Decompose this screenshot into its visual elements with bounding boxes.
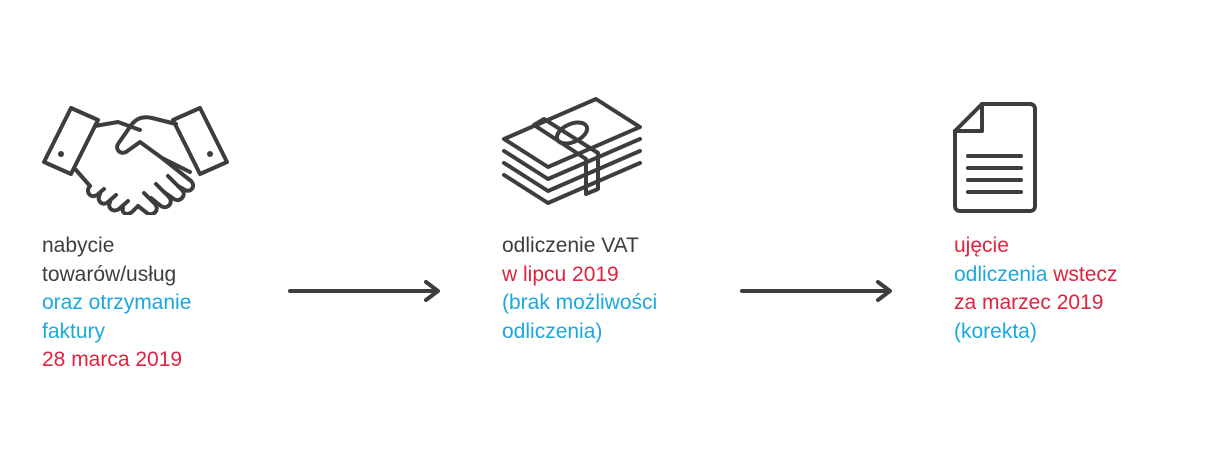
step-correction-line-4: (korekta) [954,319,1037,343]
arrow-right-icon [288,280,440,302]
step-deduction-line-1: odliczenie VAT [502,234,639,257]
step-purchase-line-1: nabycie [42,234,115,257]
handshake-icon [42,106,229,215]
step-deduction-line-3: (brak możliwości [502,291,658,314]
step-correction-label: ujęcie odliczenia wstecz za marzec 2019 … [954,232,1117,346]
step-purchase-line-2: towarów/usług [42,262,177,286]
step-correction-line-2a: odliczenia [954,262,1048,286]
step-correction-date: za marzec 2019 [954,291,1104,314]
step-purchase-date: 28 marca 2019 [42,348,183,371]
money-stack-icon [502,97,642,205]
step-deduction-date: w lipcu 2019 [502,262,619,286]
step-purchase-line-3: oraz otrzymanie [42,291,192,314]
step-purchase-label: nabycie towarów/usług oraz otrzymanie fa… [42,232,191,375]
arrow-right-icon [740,280,892,302]
step-deduction-label: odliczenie VAT w lipcu 2019 (brak możliw… [502,232,657,346]
step-correction-line-1: ujęcie [954,234,1009,257]
step-deduction-line-4: odliczenia) [502,319,603,343]
step-correction-line-2b: wstecz [1047,262,1118,286]
document-icon [953,102,1037,213]
step-purchase-line-4: faktury [42,319,106,343]
